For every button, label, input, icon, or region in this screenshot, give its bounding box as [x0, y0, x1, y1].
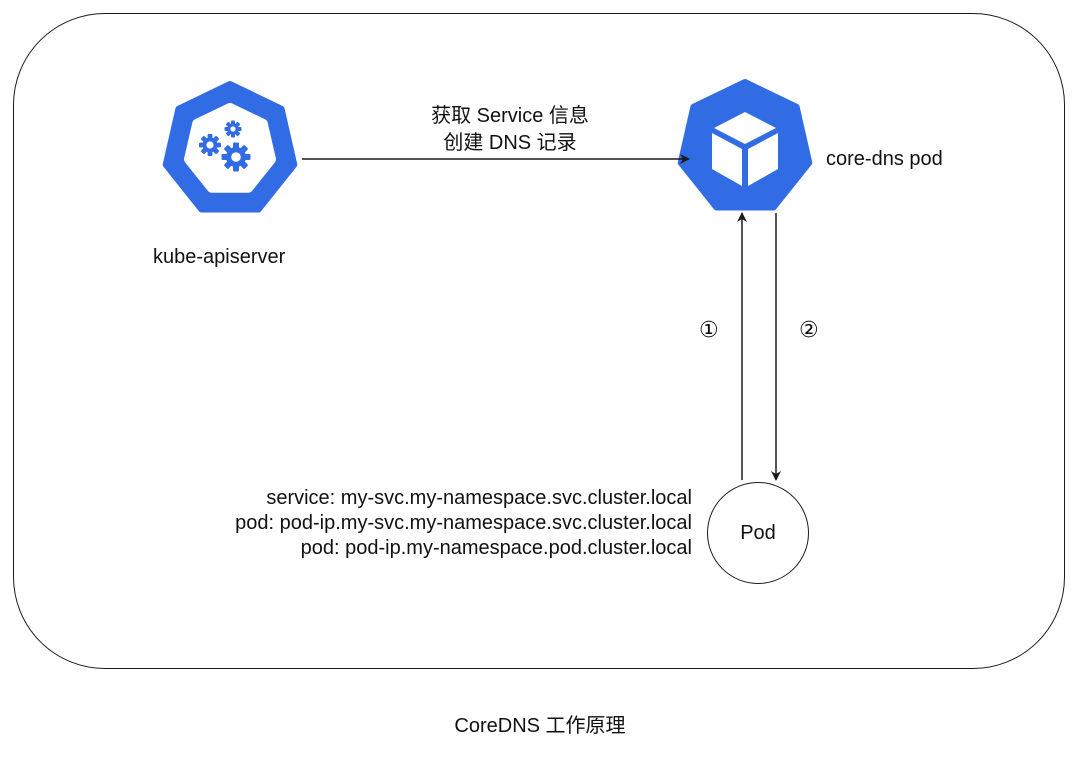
step-request: ①	[699, 317, 719, 342]
coredns-label: core-dns pod	[826, 148, 943, 170]
apiserver-label: kube-apiserver	[153, 246, 286, 268]
step-response: ②	[799, 317, 819, 342]
gears-icon	[162, 81, 298, 213]
sync-arrow-label: 获取 Service 信息 创建 DNS 记录	[380, 103, 640, 157]
cube-icon	[677, 79, 813, 211]
sync-arrow-label-line1: 获取 Service 信息	[431, 105, 589, 127]
pod-node: Pod	[707, 482, 809, 584]
dns-record-pod-ns: pod: pod-ip.my-namespace.pod.cluster.loc…	[300, 537, 692, 559]
dns-record-pod-svc: pod: pod-ip.my-svc.my-namespace.svc.clus…	[235, 512, 692, 534]
dns-records: service: my-svc.my-namespace.svc.cluster…	[235, 486, 692, 561]
diagram-caption: CoreDNS 工作原理	[454, 715, 626, 737]
diagram-frame	[13, 13, 1065, 669]
dns-record-service: service: my-svc.my-namespace.svc.cluster…	[266, 487, 692, 509]
sync-arrow-label-line2: 创建 DNS 记录	[443, 132, 577, 154]
pod-label: Pod	[740, 521, 776, 544]
